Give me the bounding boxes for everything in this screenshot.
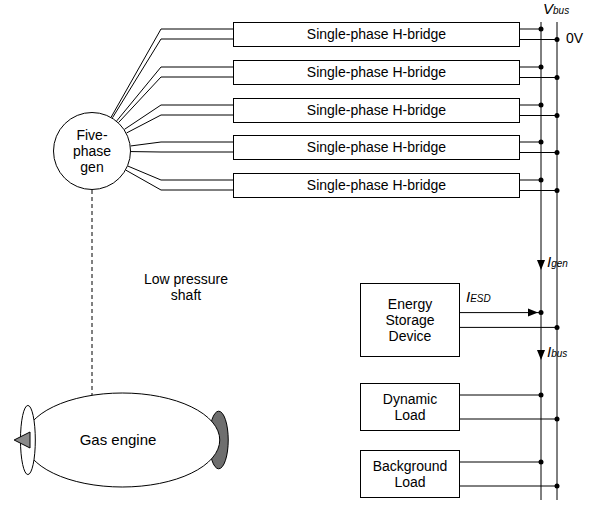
connector — [126, 166, 233, 190]
bus-wire — [520, 142, 541, 143]
junction-dot — [539, 65, 544, 70]
node-label: Single-phase H-bridge — [307, 139, 446, 155]
wire — [119, 77, 233, 122]
connector — [124, 105, 233, 133]
engine-body — [25, 393, 220, 487]
converter-box: Single-phase H-bridge — [233, 22, 520, 47]
node-label: Dynamic Load — [375, 391, 445, 423]
node-label: Background Load — [369, 458, 451, 490]
bus-wire — [460, 419, 557, 420]
wire — [127, 115, 233, 133]
node-label: Energy Storage Device — [370, 296, 450, 344]
wire — [92, 190, 93, 395]
bus-wire — [520, 115, 557, 116]
bus-wire — [520, 39, 557, 40]
node-label: Five-phase gen — [66, 127, 118, 175]
bus-label: 0V — [566, 31, 583, 46]
converter-box: Single-phase H-bridge — [233, 98, 520, 123]
converter-box: Single-phase H-bridge — [233, 135, 520, 160]
intake-cone — [14, 432, 30, 448]
bus-wire — [460, 462, 541, 463]
connector — [117, 67, 233, 122]
current-arrow — [528, 309, 538, 317]
junction-dot — [539, 103, 544, 108]
node-label: Single-phase H-bridge — [307, 177, 446, 193]
junction-dot — [555, 75, 560, 80]
generator-circle: Five-phase gen — [53, 112, 131, 190]
junction-dot — [539, 310, 544, 315]
bus-wire — [520, 152, 557, 153]
junction-dot — [539, 460, 544, 465]
junction-dot — [555, 188, 560, 193]
junction-dot — [539, 140, 544, 145]
converter-box: Single-phase H-bridge — [233, 173, 520, 198]
connector — [111, 29, 233, 118]
node-label: Single-phase H-bridge — [307, 64, 446, 80]
current-arrow — [537, 350, 545, 360]
load-box: Background Load — [360, 450, 460, 498]
connector — [92, 190, 93, 395]
bus-wire — [460, 486, 557, 487]
junction-dot — [555, 325, 560, 330]
junction-dot — [555, 484, 560, 489]
shaft-label: Low pressure shaft — [130, 271, 242, 305]
bus-wire — [520, 180, 541, 181]
wire — [111, 29, 233, 117]
bus-label: IESD — [466, 289, 491, 306]
bus-wire — [520, 67, 541, 68]
node-label: Single-phase H-bridge — [307, 102, 446, 118]
bus-wire — [520, 190, 557, 191]
storage-box: Energy Storage Device — [360, 283, 460, 357]
junction-dot — [555, 37, 560, 42]
junction-dot — [539, 178, 544, 183]
load-box: Dynamic Load — [360, 383, 460, 431]
junction-dot — [555, 113, 560, 118]
wire — [112, 39, 233, 118]
converter-box: Single-phase H-bridge — [233, 60, 520, 85]
junction-dot — [539, 393, 544, 398]
wire — [117, 67, 233, 121]
junction-dot — [555, 150, 560, 155]
engine-shape: Gas engine — [12, 392, 224, 488]
wire — [131, 142, 233, 146]
junction-dot — [539, 27, 544, 32]
connector — [131, 142, 233, 152]
bus-label: Ibus — [547, 344, 567, 361]
node-label: Gas engine — [80, 431, 157, 448]
current-arrow — [537, 260, 545, 270]
wire — [126, 170, 233, 190]
bus-wire — [520, 77, 557, 78]
bus-label: Vbus — [543, 1, 569, 18]
junction-dot — [555, 417, 560, 422]
wire — [131, 151, 233, 152]
bus-wire — [520, 105, 541, 106]
bus-wire — [460, 395, 541, 396]
bus-wire — [520, 29, 541, 30]
bus-label: Igen — [547, 254, 568, 271]
node-label: Single-phase H-bridge — [307, 26, 446, 42]
wire — [128, 166, 233, 180]
bus-wire — [460, 327, 557, 328]
